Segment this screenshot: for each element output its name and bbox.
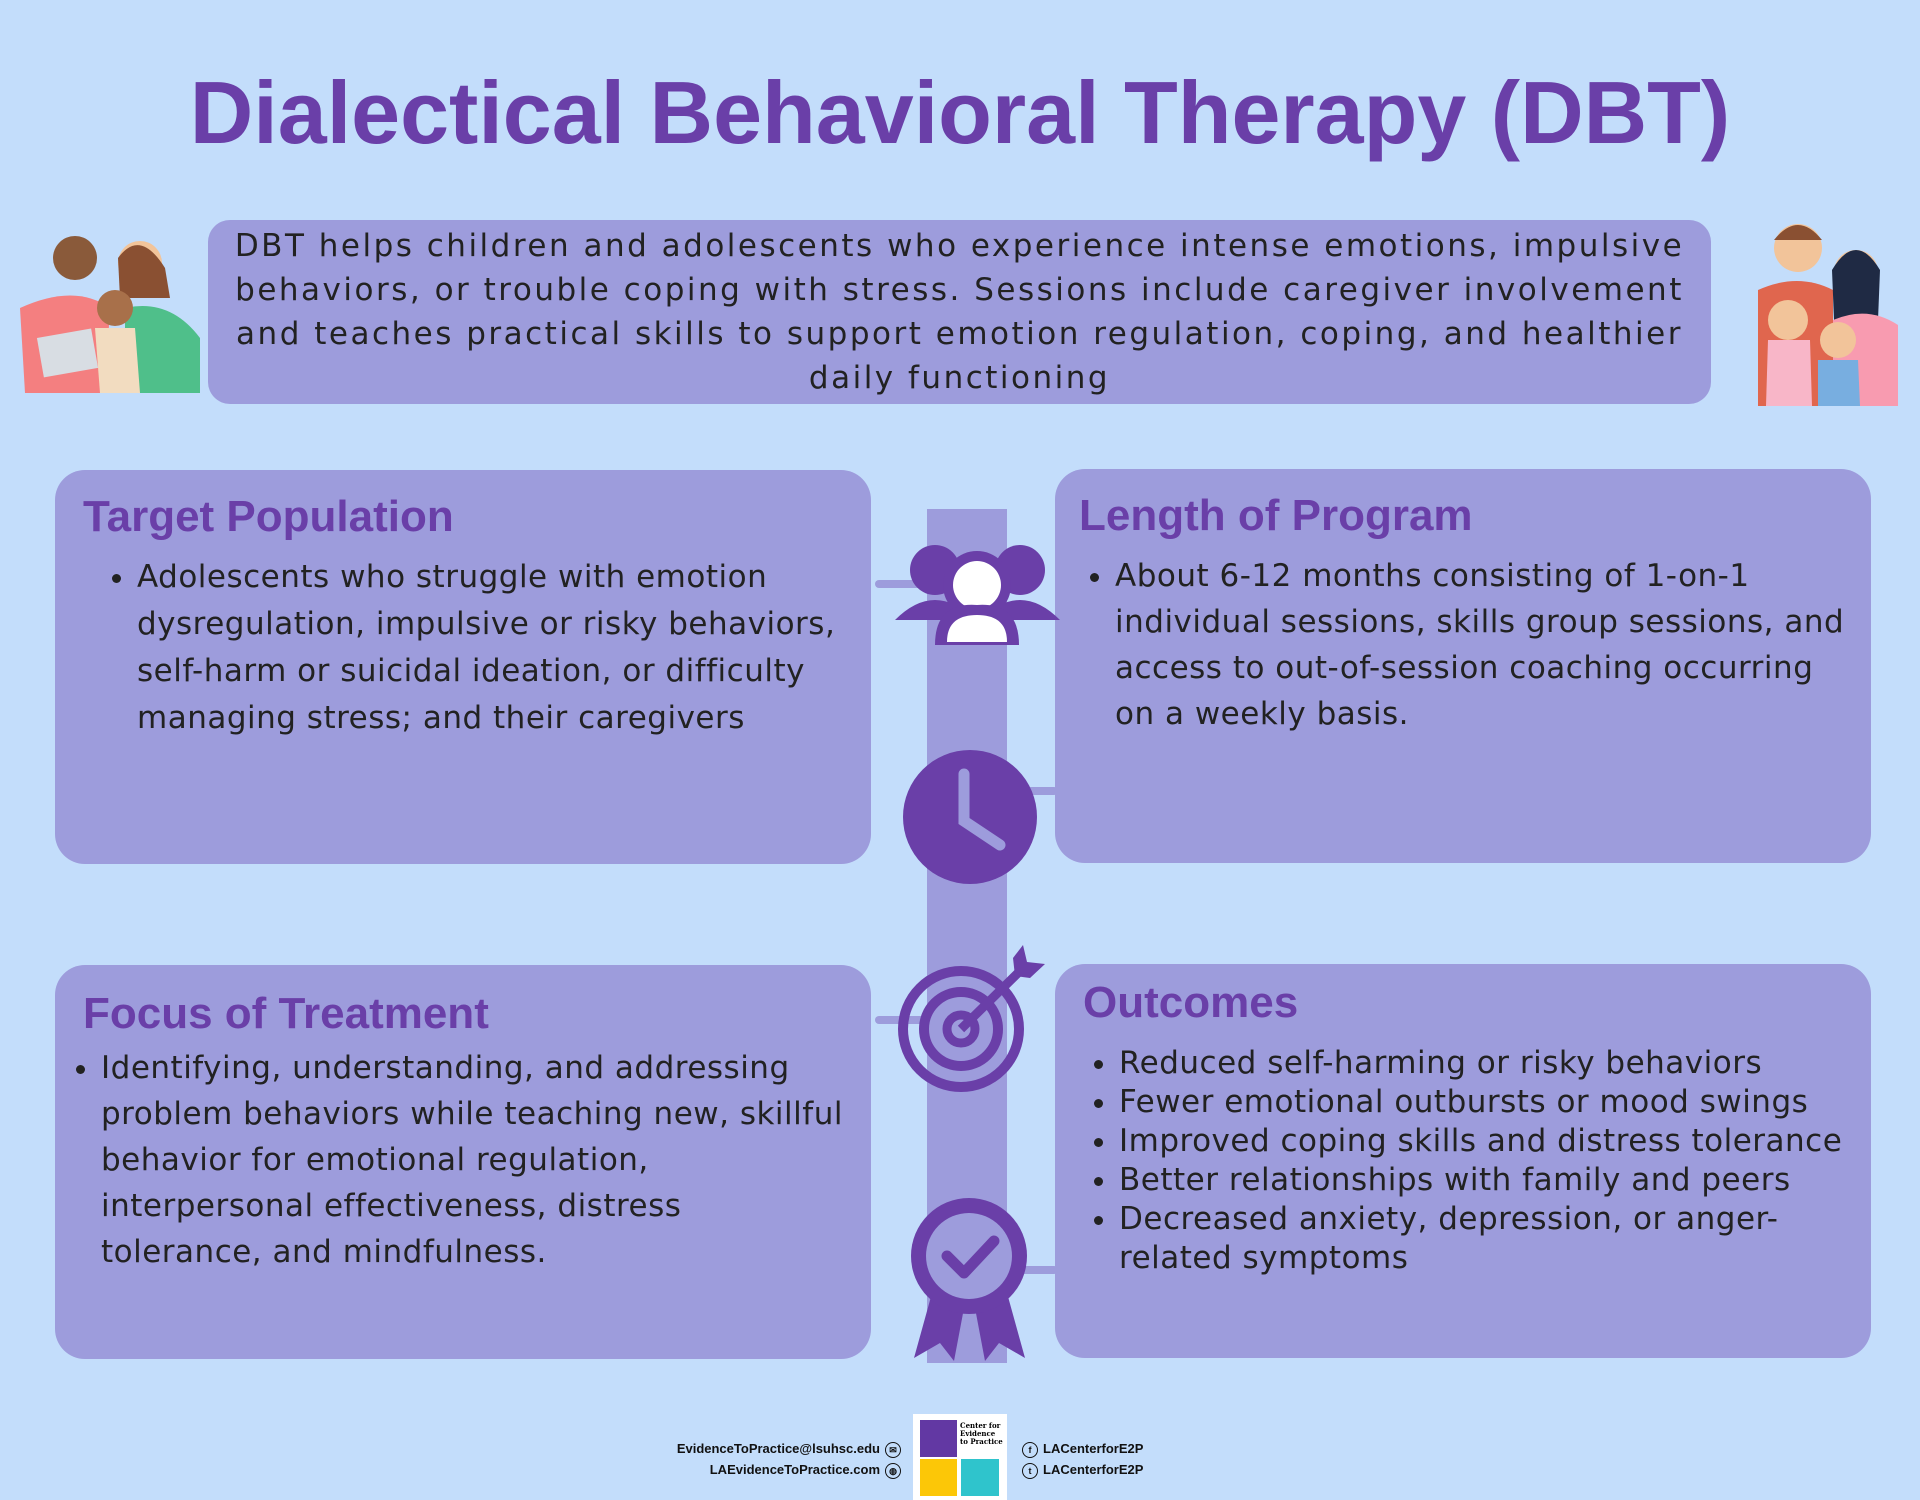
target-icon	[898, 945, 1045, 1092]
logo-text: Center for Evidence to Practice	[960, 1421, 1003, 1446]
center-logo: Center for Evidence to Practice	[913, 1414, 1007, 1500]
list-item: Reduced self-harming or risky behaviors	[1119, 1044, 1843, 1083]
website-link[interactable]: LAEvidenceToPractice.com	[709, 1462, 880, 1477]
connector	[875, 580, 935, 588]
facebook-icon: f	[1022, 1441, 1038, 1458]
list-item: Improved coping skills and distress tole…	[1119, 1122, 1843, 1161]
people-group-icon	[895, 545, 1060, 645]
facebook-link[interactable]: LACenterforE2P	[1043, 1441, 1144, 1456]
card-outcomes: Outcomes Reduced self-harming or risky b…	[1055, 964, 1871, 1358]
globe-icon: ◍	[885, 1462, 901, 1479]
email-link[interactable]: EvidenceToPractice@lsuhsc.edu	[676, 1441, 880, 1456]
footer-contact: EvidenceToPractice@lsuhsc.edu ✉ LAEvidenc…	[677, 1438, 906, 1480]
list-item: Better relationships with family and pee…	[1119, 1161, 1843, 1200]
intro-description: DBT helps children and adolescents who e…	[208, 220, 1711, 404]
card-focus-of-treatment: Focus of Treatment Identifying, understa…	[55, 965, 871, 1359]
list-item: Decreased anxiety, depression, or anger-…	[1119, 1200, 1843, 1278]
twitter-link[interactable]: LACenterforE2P	[1043, 1462, 1144, 1477]
card-target-population: Target Population Adolescents who strugg…	[55, 470, 871, 864]
card-heading: Focus of Treatment	[83, 989, 489, 1038]
page-title: Dialectical Behavioral Therapy (DBT)	[189, 63, 1731, 162]
award-badge-icon	[911, 1198, 1027, 1361]
card-heading: Outcomes	[1083, 978, 1299, 1027]
connector	[1000, 1266, 1058, 1274]
clock-icon	[903, 750, 1037, 884]
family-illustration-left	[20, 236, 200, 393]
family-illustration-right	[1758, 224, 1898, 406]
twitter-icon: t	[1022, 1462, 1038, 1479]
list-item: About 6-12 months consisting of 1-on-1 i…	[1115, 553, 1847, 737]
card-length-of-program: Length of Program About 6-12 months cons…	[1055, 469, 1871, 863]
card-heading: Target Population	[83, 492, 454, 541]
email-icon: ✉	[885, 1441, 901, 1458]
list-item: Adolescents who struggle with emotion dy…	[137, 554, 843, 742]
list-item: Identifying, understanding, and addressi…	[101, 1045, 843, 1275]
list-item: Fewer emotional outbursts or mood swings	[1119, 1083, 1843, 1122]
card-heading: Length of Program	[1079, 491, 1473, 540]
